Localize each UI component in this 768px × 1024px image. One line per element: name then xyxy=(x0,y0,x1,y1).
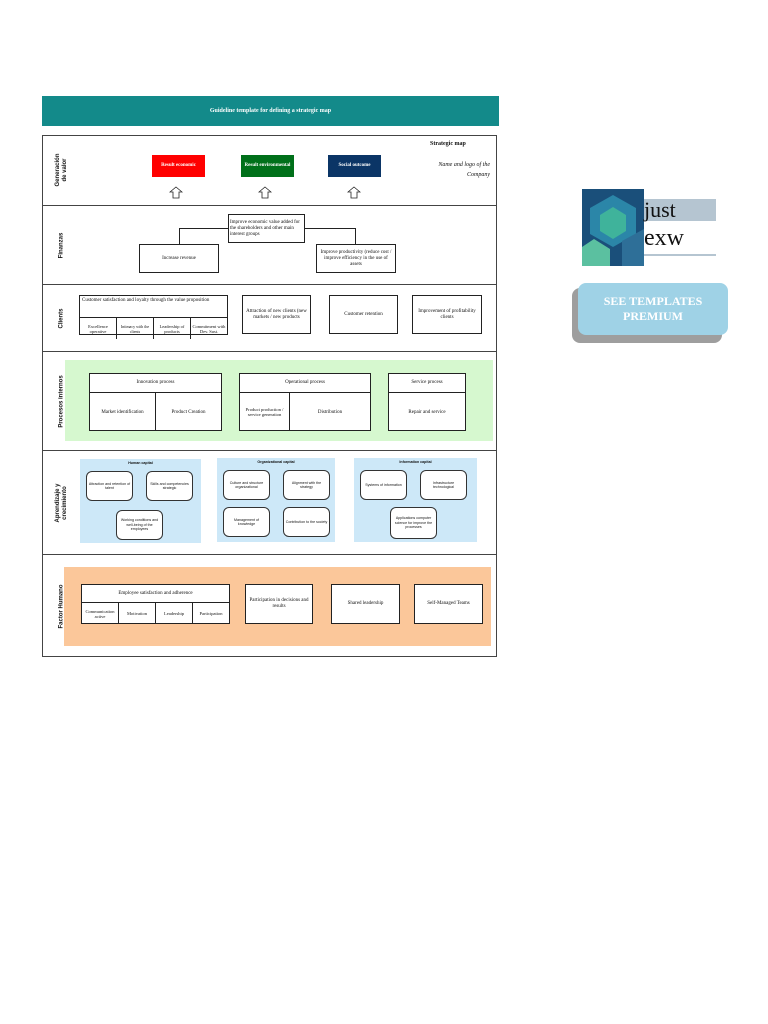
clients-cell: Leadership of products xyxy=(154,318,191,339)
information-capital-panel: Information capital Systems of informati… xyxy=(354,458,477,542)
see-templates-premium-button[interactable]: SEE TEMPLATES PREMIUM xyxy=(578,283,728,335)
self-managed-teams: Self-Managed Teams xyxy=(414,584,483,624)
up-arrow-icon xyxy=(258,186,272,199)
process-cell: Market identification xyxy=(90,393,156,431)
capital-item: Contribution to the society xyxy=(283,507,330,537)
capital-item: Management of knowledge xyxy=(223,507,270,537)
row-finance: Finanzas Improve economic value added fo… xyxy=(42,205,497,284)
row-learning: Aprendizaje y crecimiento Human capital … xyxy=(42,450,497,554)
process-cell: Distribution xyxy=(317,409,343,415)
participation-decisions: Participation in decisions and results xyxy=(245,584,313,624)
capital-item: Working conditions and well-being of the… xyxy=(116,510,163,540)
connector-line xyxy=(179,228,228,229)
clients-cell: Commitment with Dev. Sust. xyxy=(192,323,226,334)
process-operational: Operational process Product production /… xyxy=(239,373,371,431)
logo-text-line1: just xyxy=(644,197,676,222)
panel-title: Human capital xyxy=(128,461,153,465)
result-environmental: Result environmental xyxy=(241,155,294,177)
row-human-factor: Factor Humano Employee satisfaction and … xyxy=(42,554,497,657)
capital-item: Skills and competencies strategic xyxy=(146,471,193,501)
clients-satisfaction-group: Customer satisfaction and loyalty throug… xyxy=(79,295,228,339)
employee-cell: Leadership xyxy=(156,603,193,624)
process-cell: Product production / service generation xyxy=(240,393,290,431)
capital-item: Attraction and retention of talent xyxy=(86,471,133,501)
clients-cell: Intimacy with the clients xyxy=(117,318,154,339)
logo-note: Name and logo of the Company xyxy=(438,162,490,178)
panel-title: Information capital xyxy=(399,460,432,464)
capital-item: Alignment with the strategy xyxy=(283,470,330,500)
shared-leadership: Shared leadership xyxy=(331,584,400,624)
result-social: Social outcome xyxy=(328,155,381,177)
connector-line xyxy=(179,228,180,244)
row-processes: Procesos internos Innovation process Mar… xyxy=(42,351,497,450)
finance-improve-value: Improve economic value added for the sha… xyxy=(228,214,305,243)
employee-cell: Participation xyxy=(199,611,223,616)
process-title: Operational process xyxy=(240,374,370,393)
clients-attraction: Attraction of new clients (new markets /… xyxy=(242,295,311,334)
clients-cell: Excellence operative xyxy=(80,318,117,339)
logo-band xyxy=(644,199,716,221)
finance-increase-revenue: Increase revenue xyxy=(139,244,219,273)
clients-profitability: Improvement of profitability clients xyxy=(412,295,482,334)
panel-title: Organizational capital xyxy=(257,460,295,464)
connector-line xyxy=(355,228,356,244)
capital-item: Applications computer science for improv… xyxy=(390,507,437,539)
hexagon-logo-icon xyxy=(582,189,644,266)
row-clients: Clients Customer satisfaction and loyalt… xyxy=(42,284,497,351)
process-innovation: Innovation process Market identification… xyxy=(89,373,222,431)
employee-cell: Communication active xyxy=(82,603,119,624)
row-label: Aprendizaje y crecimiento xyxy=(55,483,68,523)
capital-item: Infrastructure technological xyxy=(420,470,467,500)
process-cell: Repair and service xyxy=(408,409,446,415)
row-label: Clients xyxy=(58,308,65,329)
logo-text-line2: exw xyxy=(644,224,716,254)
strategic-map-title: Strategic map xyxy=(430,141,466,147)
clients-retention: Customer retention xyxy=(329,295,398,334)
human-capital-panel: Human capital Attraction and retention o… xyxy=(80,459,201,543)
finance-improve-productivity: Improve productivity (reduce cost / impr… xyxy=(316,244,396,273)
process-title: Innovation process xyxy=(90,374,221,393)
justexw-logo: just exw xyxy=(582,189,716,266)
employee-satisfaction-title: Employee satisfaction and adherence xyxy=(82,585,229,603)
process-title: Service process xyxy=(389,374,465,393)
capital-item: Culture and structure organizational xyxy=(223,470,270,500)
strategic-map-frame xyxy=(42,135,497,657)
row-label: Finanzas xyxy=(58,232,65,259)
up-arrow-icon xyxy=(169,186,183,199)
employee-satisfaction-group: Employee satisfaction and adherence Comm… xyxy=(81,584,230,624)
result-economic: Result economic xyxy=(152,155,205,177)
organizational-capital-panel: Organizational capital Culture and struc… xyxy=(217,458,335,542)
process-service: Service process Repair and service xyxy=(388,373,466,431)
employee-cell: Motivation xyxy=(119,603,156,624)
clients-satisfaction-title: Customer satisfaction and loyalty throug… xyxy=(80,296,227,318)
connector-line xyxy=(305,228,355,229)
process-cell: Product Creation xyxy=(171,409,206,415)
document-header: Guideline template for defining a strate… xyxy=(42,96,499,126)
row-label: Generación de valor xyxy=(55,153,68,187)
capital-item: Systems of information xyxy=(360,470,407,500)
row-value-generation: Generación de valor Result economic Resu… xyxy=(42,135,497,205)
up-arrow-icon xyxy=(347,186,361,199)
